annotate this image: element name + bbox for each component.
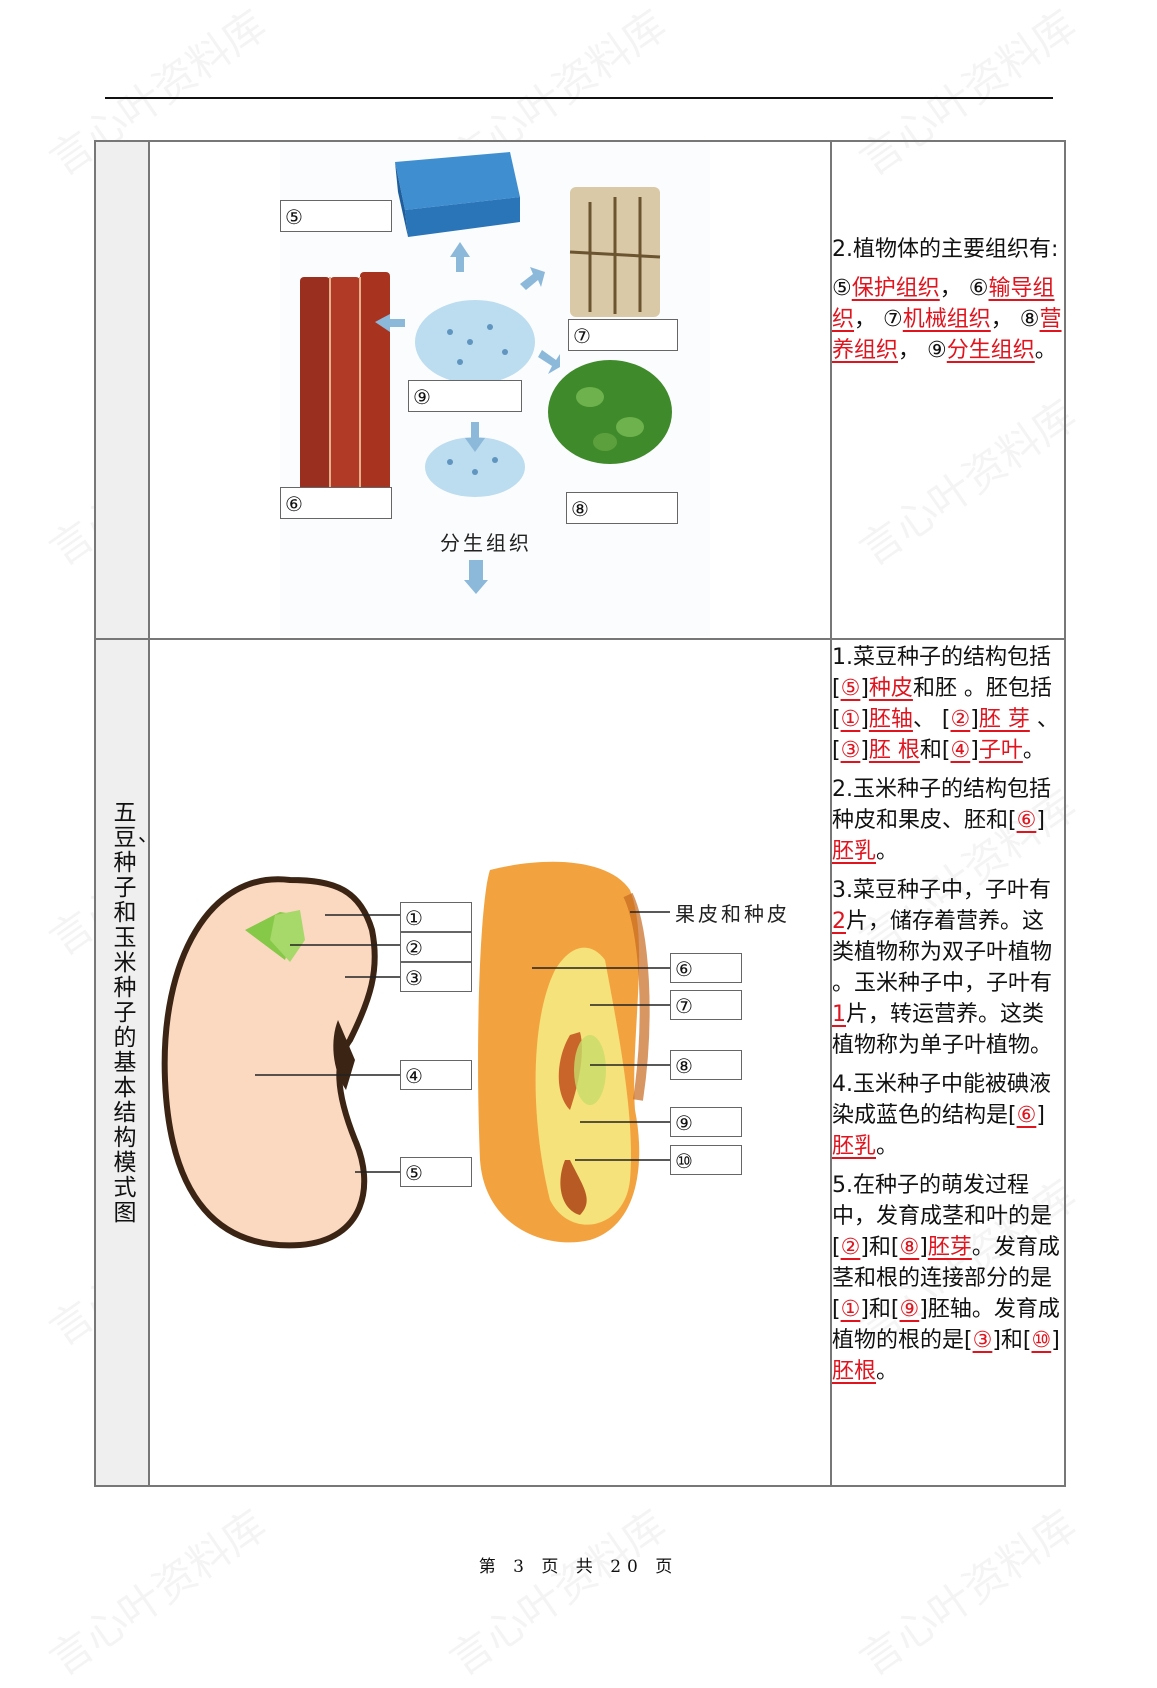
answer-term: 保护组织: [851, 276, 940, 301]
watermark: 言心叶资料库: [35, 1493, 276, 1688]
answer-num: ⑤: [832, 276, 852, 301]
page-number: 第 3 页 共 20 页: [478, 1557, 679, 1577]
side-label-cell: 五豆种子和玉米种子的基本结构模式图 、: [94, 638, 158, 1487]
label-box-5: ⑤: [280, 200, 392, 232]
separator: ，: [854, 307, 877, 332]
question-2: 2.玉米种子的结构包括种皮和果皮、胚和[⑥]胚乳。: [832, 777, 1051, 864]
answer-term: 输导组织: [832, 276, 1055, 332]
watermark: 言心叶资料库: [845, 1493, 1086, 1688]
separator: ，: [939, 276, 962, 301]
seed-answer-cell: 1.菜豆种子的结构包括[⑤]种皮和胚 。胚包括[①]胚轴、 [②]胚 芽 、 […: [830, 638, 1066, 1487]
side-label-cell: [94, 140, 150, 640]
label-box-6: ⑥: [280, 487, 392, 519]
answer-term: 机械组织: [902, 307, 991, 332]
table-row-plant-tissues: ⑤ ⑥ ⑦ ⑧ ⑨ 分生组织 2.植物体的主要组织有: ⑤保护组织， ⑥输导组织…: [94, 140, 1066, 640]
answer-term: 分生组织: [946, 338, 1035, 363]
watermark: 言心叶资料库: [435, 1493, 676, 1688]
plant-tissue-diagram: [280, 142, 710, 636]
tissue-answers: ⑤保护组织， ⑥输导组织， ⑦机械组织， ⑧营养组织， ⑨分生组织。: [832, 273, 1064, 366]
question-1: 1.菜豆种子的结构包括[⑤]种皮和胚 。胚包括[①]胚轴、 [②]胚 芽 、 […: [832, 645, 1059, 763]
label-box-7: ⑦: [568, 319, 678, 351]
table-row-seed-structure: 五豆种子和玉米种子的基本结构模式图 、: [94, 638, 1066, 1487]
answer-num: ⑧: [1019, 307, 1040, 332]
content-table: ⑤ ⑥ ⑦ ⑧ ⑨ 分生组织 2.植物体的主要组织有: ⑤保护组织， ⑥输导组织…: [94, 140, 1066, 1487]
corn-label-6: ⑥: [670, 953, 742, 983]
label-box-9: ⑨: [408, 380, 522, 412]
answer-num: ⑥: [968, 276, 989, 301]
tissue-answer-cell: 2.植物体的主要组织有: ⑤保护组织， ⑥输导组织， ⑦机械组织， ⑧营养组织，…: [830, 140, 1066, 640]
bean-label-4: ④: [400, 1060, 472, 1090]
separator: 。: [1034, 338, 1057, 363]
section-title: 五豆种子和玉米种子的基本结构模式图: [109, 800, 135, 1225]
bean-label-1: ①: [400, 902, 472, 932]
answer-num: ⑦: [883, 307, 903, 332]
corn-label-9: ⑨: [670, 1107, 742, 1137]
bean-label-3: ③: [400, 962, 472, 992]
tissue-figure-cell: ⑤ ⑥ ⑦ ⑧ ⑨ 分生组织: [148, 140, 832, 640]
bean-label-2: ②: [400, 932, 472, 962]
tissue-question: 2.植物体的主要组织有:: [832, 237, 1059, 262]
corn-outer-label: 果皮和种皮: [675, 902, 790, 926]
question-4: 4.玉米种子中能被碘液染成蓝色的结构是[⑥]胚乳。: [832, 1072, 1051, 1159]
seed-figure-cell: ① ② ③ ④ ⑤ 果皮和种皮 ⑥ ⑦ ⑧ ⑨ ⑩: [148, 638, 832, 1487]
seed-structure-diagram: [161, 861, 670, 1249]
answer-num: ⑨: [927, 338, 947, 363]
header-rule: [105, 97, 1053, 99]
corn-label-10: ⑩: [670, 1145, 742, 1175]
answer-term: 营养组织: [832, 307, 1062, 363]
bean-label-5: ⑤: [400, 1157, 472, 1187]
separator: ，: [898, 338, 921, 363]
meristem-caption: 分生组织: [440, 531, 532, 555]
corn-label-7: ⑦: [670, 990, 742, 1020]
label-box-8: ⑧: [566, 492, 678, 524]
separator: ，: [990, 307, 1013, 332]
question-3: 3.菜豆种子中，子叶有2片，储存着营养。这类植物称为双子叶植物 。玉米种子中，子…: [832, 878, 1053, 1058]
question-5: 5.在种子的萌发过程中，发育成茎和叶的是[②]和[⑧]胚芽。发育成茎和根的连接部…: [832, 1173, 1060, 1384]
corn-label-8: ⑧: [670, 1050, 742, 1080]
